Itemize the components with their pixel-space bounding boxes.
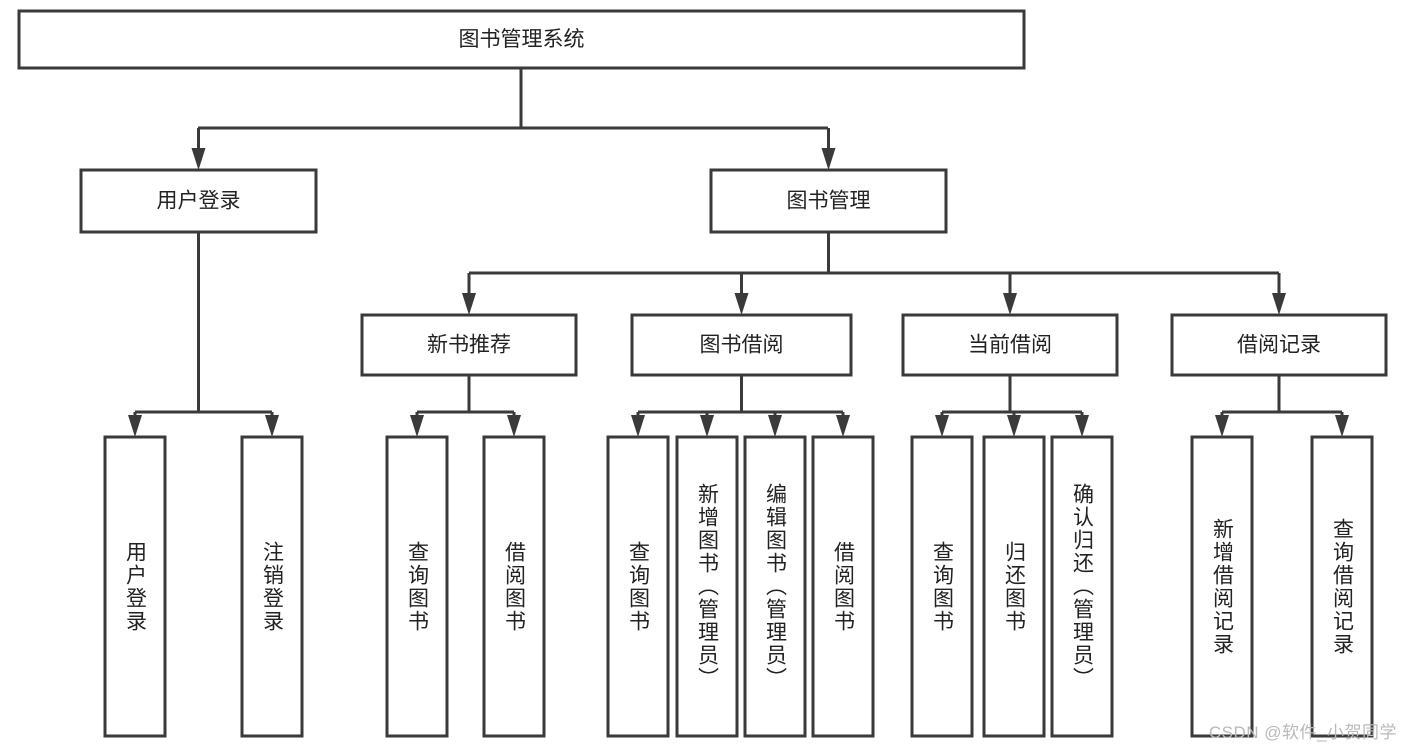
node-leaf-return-book-rect[interactable]	[982, 435, 1046, 738]
node-leaf-borrow-book-b-rect[interactable]	[811, 435, 875, 738]
arrowhead-icon-leaf-user-login	[128, 415, 142, 437]
node-leaf-query-record[interactable]	[1310, 435, 1374, 738]
node-leaf-edit-book[interactable]	[743, 435, 807, 738]
node-user-login[interactable]: 用户登录	[79, 168, 318, 234]
node-new-book-rec[interactable]: 新书推荐	[360, 313, 578, 377]
node-leaf-user-login[interactable]	[103, 435, 167, 738]
node-leaf-confirm-return[interactable]	[1050, 435, 1114, 738]
arrowhead-icon-borrow-record	[1272, 293, 1286, 315]
node-current-borrow-label: 当前借阅	[968, 334, 1052, 357]
node-leaf-query-record-rect[interactable]	[1310, 435, 1374, 738]
node-book-manage-rect[interactable]	[709, 168, 948, 234]
node-leaf-borrow-book-b[interactable]	[811, 435, 875, 738]
node-leaf-add-book[interactable]	[675, 435, 739, 738]
node-root[interactable]: 图书管理系统	[17, 9, 1026, 70]
node-leaf-borrow-book-rec[interactable]	[482, 435, 546, 738]
node-leaf-add-record[interactable]	[1190, 435, 1254, 738]
arrowhead-icon-leaf-query-book-rec	[410, 415, 424, 437]
node-leaf-user-logout-rect[interactable]	[240, 435, 304, 738]
arrowhead-icon-leaf-query-record	[1335, 415, 1349, 437]
arrowhead-icon-current-borrow	[1003, 293, 1017, 315]
node-book-manage-label: 图书管理	[787, 190, 871, 213]
node-leaf-query-book-b[interactable]	[606, 435, 670, 738]
node-current-borrow[interactable]: 当前借阅	[901, 313, 1119, 377]
arrowhead-icon-leaf-query-book-c	[935, 415, 949, 437]
node-leaf-return-book[interactable]	[982, 435, 1046, 738]
arrowhead-icon-leaf-borrow-book-rec	[507, 415, 521, 437]
node-user-login-label: 用户登录	[157, 190, 241, 213]
arrowhead-icon-leaf-confirm-return	[1075, 415, 1089, 437]
node-leaf-query-book-c-rect[interactable]	[910, 435, 974, 738]
arrowhead-icon-new-book-rec	[462, 293, 476, 315]
node-borrow-record-rect[interactable]	[1170, 313, 1388, 377]
node-book-borrow[interactable]: 图书借阅	[630, 313, 853, 377]
arrowhead-icon-leaf-borrow-book-b	[836, 415, 850, 437]
node-borrow-record-label: 借阅记录	[1237, 334, 1321, 357]
arrowhead-icon-book-borrow	[734, 293, 749, 315]
node-leaf-borrow-book-rec-rect[interactable]	[482, 435, 546, 738]
arrowhead-icon-leaf-return-book	[1007, 415, 1021, 437]
arrowhead-icon-leaf-edit-book	[768, 415, 782, 437]
arrowhead-icon-leaf-add-book	[700, 415, 714, 437]
arrowhead-icon-leaf-user-logout	[265, 415, 279, 437]
arrowhead-icon-leaf-add-record	[1215, 415, 1229, 437]
arrowhead-icon-leaf-query-book-b	[631, 415, 645, 437]
node-leaf-user-logout[interactable]	[240, 435, 304, 738]
node-leaf-query-book-c[interactable]	[910, 435, 974, 738]
node-book-manage[interactable]: 图书管理	[709, 168, 948, 234]
node-new-book-rec-label: 新书推荐	[427, 334, 511, 357]
watermark-text: CSDN @软件_小贺同学	[1208, 723, 1397, 742]
node-leaf-query-book-b-rect[interactable]	[606, 435, 670, 738]
node-leaf-add-book-rect[interactable]	[675, 435, 739, 738]
node-leaf-user-login-rect[interactable]	[103, 435, 167, 738]
node-book-borrow-label: 图书借阅	[700, 334, 784, 357]
arrowhead-icon-book-manage	[821, 148, 836, 170]
node-leaf-add-record-rect[interactable]	[1190, 435, 1254, 738]
node-leaf-confirm-return-rect[interactable]	[1050, 435, 1114, 738]
node-borrow-record[interactable]: 借阅记录	[1170, 313, 1388, 377]
node-leaf-query-book-rec[interactable]	[385, 435, 449, 738]
node-user-login-rect[interactable]	[79, 168, 318, 234]
node-root-label: 图书管理系统	[459, 28, 585, 51]
node-leaf-edit-book-rect[interactable]	[743, 435, 807, 738]
node-leaf-query-book-rec-rect[interactable]	[385, 435, 449, 738]
node-root-rect[interactable]	[17, 9, 1026, 70]
arrowhead-icon-user-login	[191, 148, 206, 170]
